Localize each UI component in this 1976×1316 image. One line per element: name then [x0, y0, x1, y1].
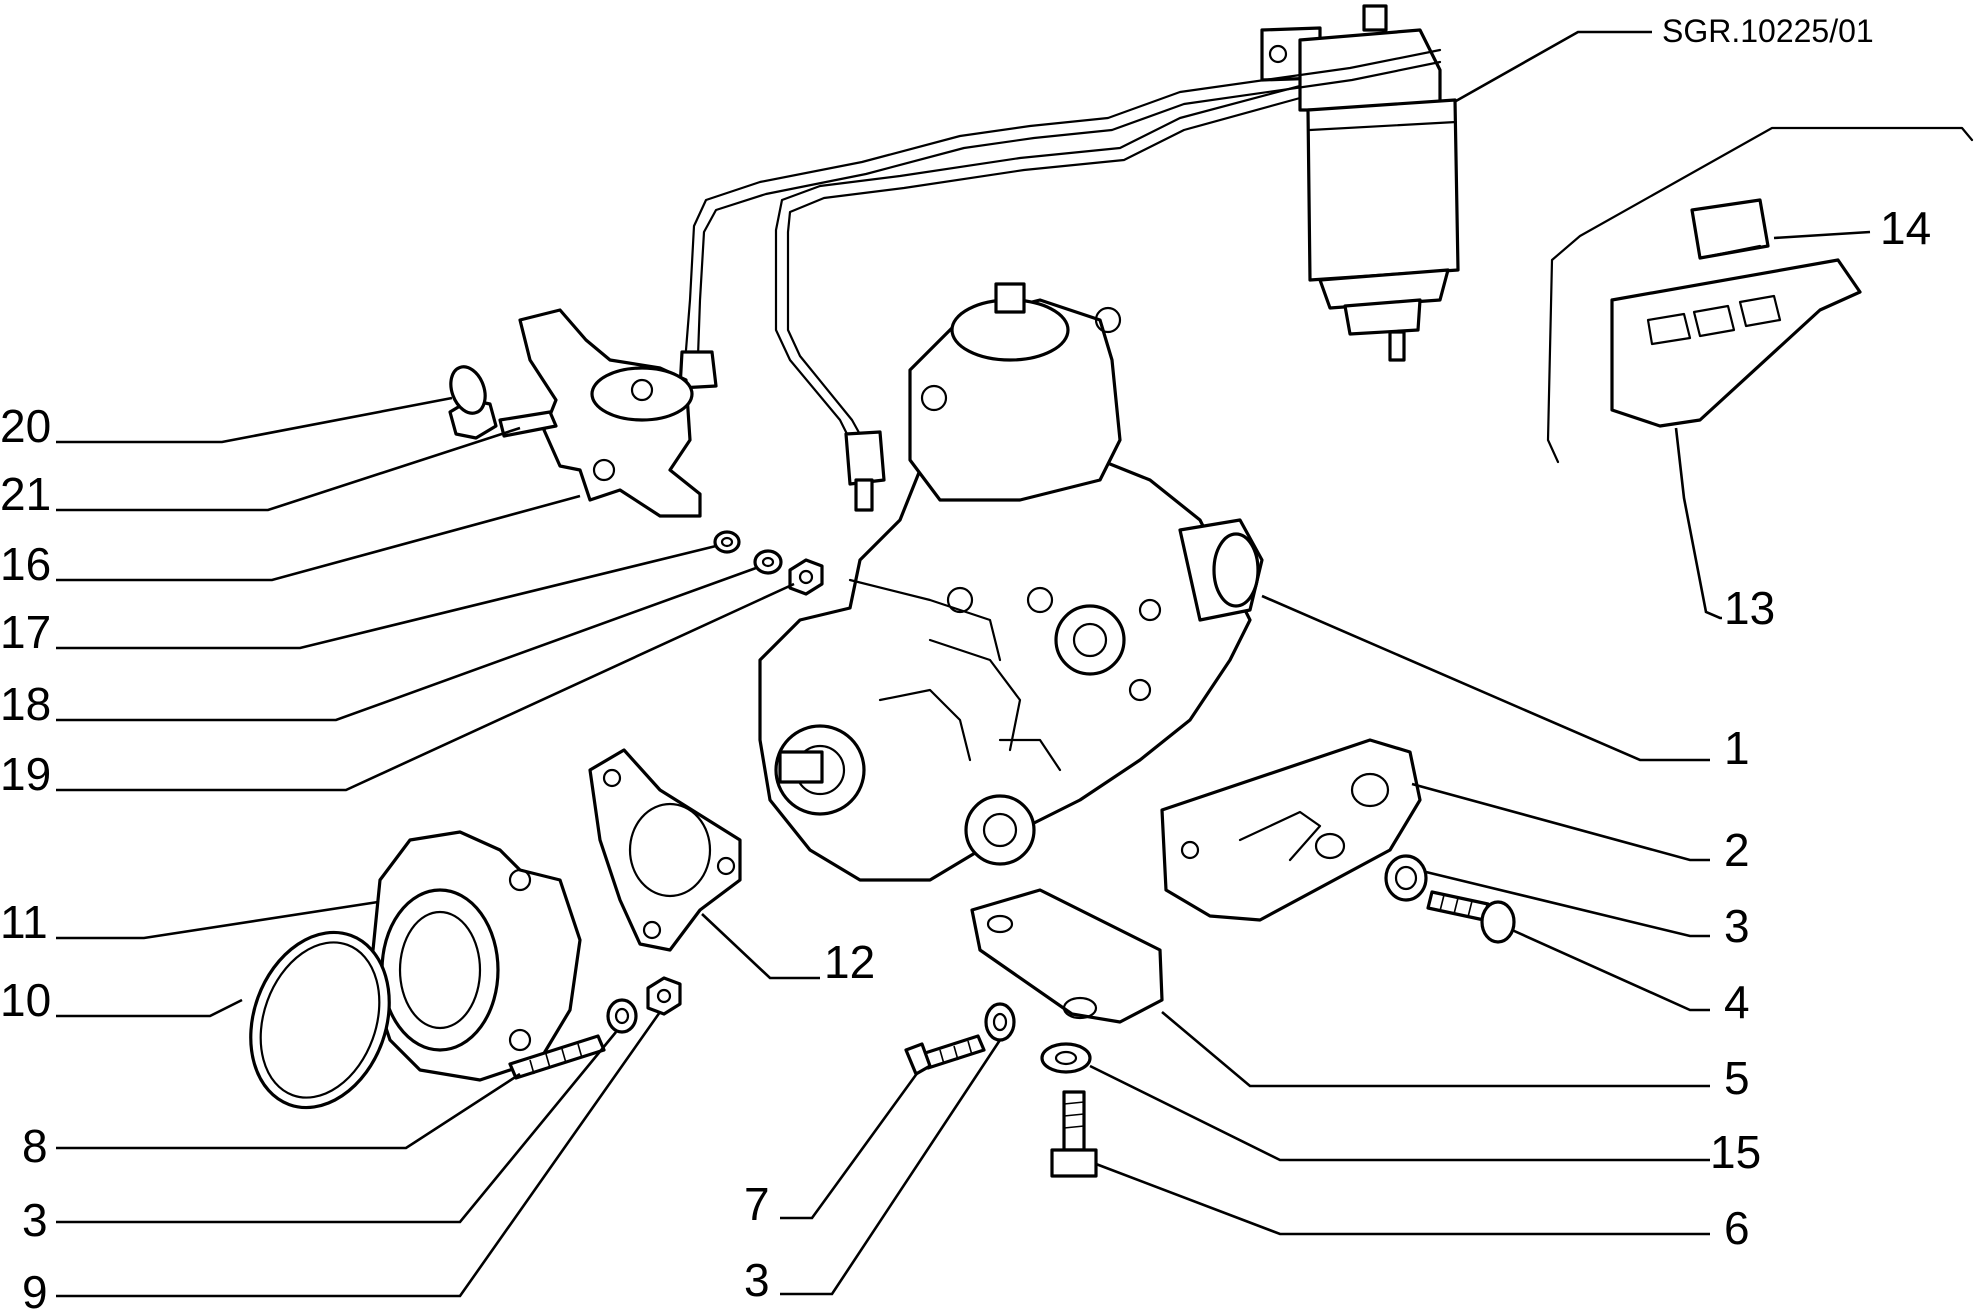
callout-14: 14	[1880, 202, 1931, 254]
leader-3-right	[1425, 870, 1710, 938]
callout-3-right: 3	[1724, 900, 1750, 952]
leader-3-mid	[780, 1039, 1002, 1296]
leader-11	[56, 900, 379, 940]
drawing-reference: SGR.10225/01	[1662, 13, 1874, 49]
callout-17: 17	[0, 606, 51, 658]
callout-19: 19	[0, 748, 51, 800]
leader-2	[1411, 782, 1710, 862]
leader-21	[56, 426, 521, 512]
callout-1: 1	[1724, 722, 1750, 774]
injection-pump	[758, 282, 1264, 882]
leader-12	[701, 913, 820, 980]
callout-16: 16	[0, 538, 51, 590]
leader-9	[56, 1011, 662, 1298]
callout-4: 4	[1724, 976, 1750, 1028]
callout-12: 12	[824, 936, 875, 988]
flange-and-oring	[249, 830, 582, 1110]
leader-8	[56, 1072, 521, 1150]
leader-5	[1161, 1011, 1710, 1088]
leader-6	[1095, 1162, 1710, 1236]
bolt-washer-vertical	[1040, 1042, 1098, 1178]
bolt-washer-right	[1384, 854, 1516, 944]
stud-washer-nut	[508, 976, 682, 1080]
leader-17	[56, 544, 717, 650]
leader-1	[1261, 594, 1710, 762]
callout-18: 18	[0, 678, 51, 730]
leader-20	[56, 396, 453, 444]
relay-bracket-group	[1546, 126, 1974, 620]
callout-3-mid: 3	[744, 1254, 770, 1306]
callout-7: 7	[744, 1178, 770, 1230]
fuel-pipes	[678, 48, 1442, 512]
reference-leader	[1439, 30, 1652, 112]
callout-8: 8	[22, 1120, 48, 1172]
leader-19	[56, 582, 795, 792]
leader-3-left	[56, 1031, 618, 1224]
callout-21: 21	[0, 468, 51, 520]
callout-20: 20	[0, 400, 51, 452]
bolt-washer-lower	[904, 1002, 1016, 1076]
callout-10: 10	[0, 974, 51, 1026]
callout-13: 13	[1724, 582, 1775, 634]
leader-4	[1511, 928, 1710, 1012]
callout-9: 9	[22, 1266, 48, 1316]
support-bracket	[1160, 738, 1422, 922]
lower-bracket	[970, 888, 1164, 1024]
callout-2: 2	[1724, 824, 1750, 876]
leader-16	[56, 494, 581, 582]
callout-11: 11	[0, 896, 48, 948]
leader-7	[780, 1071, 920, 1220]
feed-pump	[448, 308, 702, 518]
leader-18	[56, 566, 757, 722]
callout-5: 5	[1724, 1052, 1750, 1104]
leader-15	[1089, 1064, 1710, 1162]
washer-nut-set	[713, 530, 824, 596]
leader-10	[56, 998, 243, 1018]
gasket-plate	[588, 748, 742, 952]
callout-15: 15	[1710, 1126, 1761, 1178]
fuel-filter	[1260, 4, 1460, 362]
callout-3-left: 3	[22, 1194, 48, 1246]
callout-6: 6	[1724, 1202, 1750, 1254]
